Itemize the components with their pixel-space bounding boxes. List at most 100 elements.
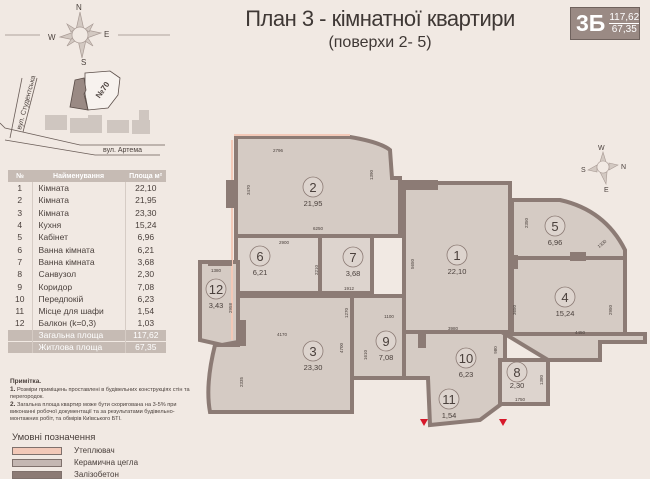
room-number: 12 [209,282,223,297]
plan-compass-w: W [598,145,605,152]
room-number-circle [375,330,397,352]
dim: 2900 [279,240,290,245]
insulation-strips [231,134,350,340]
legend-insulation: Утеплювач [12,446,115,455]
room-number: 9 [8,280,33,293]
room-area: 15,24 [135,220,157,231]
room-area: 3,68 [346,269,361,278]
room-area: 6,96 [548,238,563,247]
room-number: 2 [8,194,33,207]
area-fraction: 117,62 67,35 [609,12,640,35]
streets [0,77,165,156]
room-number-circle [438,388,460,410]
insulation-swatch [12,446,62,455]
dim: 980 [493,346,498,354]
dim: 1912 [344,286,355,291]
room-number: 6 [256,249,263,264]
room-number: 8 [8,268,33,281]
room-area: 2,30 [510,381,525,390]
room-name: Санвузол [32,268,126,281]
legend-brick: Керамична цегла [12,458,138,467]
room-number-circle [554,286,576,308]
room-number: 3 [309,344,316,359]
room-label-6: 66,21 [249,245,271,277]
dim: 5650 [410,258,415,269]
room-area: 1,54 [442,411,457,420]
room-name: Кімната [32,182,126,195]
room-number: 7 [349,250,356,265]
room-area: 22,10 [448,267,467,276]
room-label-7: 73,68 [342,246,364,278]
dim: 1750 [515,397,526,402]
room-name: Ванна кімната [32,255,126,269]
room-name: Кухня [32,218,126,232]
total-area-value: 117,62 [125,329,166,342]
room-number: 8 [513,365,520,380]
room-label-3: 323,30 [302,340,324,372]
room-area: 3,43 [209,301,224,310]
room-label-12: 123,43 [205,278,227,310]
room-number: 4 [8,218,33,232]
room-area: 22,10 [135,183,157,194]
dim: 1380 [211,268,222,273]
room-area: 6,23 [459,370,474,379]
room-area: 6,21 [253,268,268,277]
col-area: Площа м² [125,170,166,182]
legend-title: Умовні позначення [12,432,96,443]
room-label-8: 82,30 [506,361,528,390]
notes: Примітка. 1. Розміри приміщень проставле… [10,378,195,423]
dim: 1380 [539,374,544,385]
room-number: 4 [561,290,568,305]
room-number-circle [446,244,468,266]
room-name: Кімната [32,206,126,219]
room-number-circle [544,215,566,237]
room-area: 7,08 [379,353,394,362]
room-area: 15,24 [556,309,575,318]
room-area: 1,03 [137,318,155,329]
apartment-badge: 3Б 117,62 67,35 [570,7,640,40]
dim: 2950 [608,304,613,315]
col-name: Найменування [32,170,126,182]
dim: 1390 [369,169,374,180]
dim: 3650 [512,304,517,315]
dimensions: 2796 1390 3470 6250 2900 2210 1912 5650 … [211,148,613,402]
room-name: Передпокій [32,292,126,305]
room-name: Коридор [32,280,126,293]
room-area: 3,68 [137,256,155,267]
compass-w: W [48,33,56,42]
plan-compass-n: N [621,164,626,171]
room-number: 12 [8,317,33,330]
room-number-circle [506,361,528,383]
room-number: 10 [8,292,33,305]
dim: 1330 [597,238,608,249]
apartment-code: 3Б [576,10,606,36]
room-area: 6,23 [137,293,155,304]
room-number: 1 [453,248,460,263]
neighbor-buildings [45,110,150,134]
room-number-circle [249,245,271,267]
table-header: № Найменування Площа м² [8,170,166,182]
dim: 1270 [344,307,349,318]
room-number: 10 [459,351,473,366]
dim: 3470 [246,184,251,195]
room-number-circle [302,176,324,198]
dim: 3980 [448,326,459,331]
dim: 2335 [239,376,244,387]
plan-compass-icon [587,150,619,186]
room-number: 6 [8,243,33,256]
page-subtitle: (поверхи 2- 5) [328,34,432,51]
room-number: 11 [442,392,456,407]
room-label-2: 221,95 [302,176,324,208]
dim: 1100 [384,314,394,319]
total-area-label: Загальна площа [32,329,126,342]
compass-rose-icon [5,11,170,59]
